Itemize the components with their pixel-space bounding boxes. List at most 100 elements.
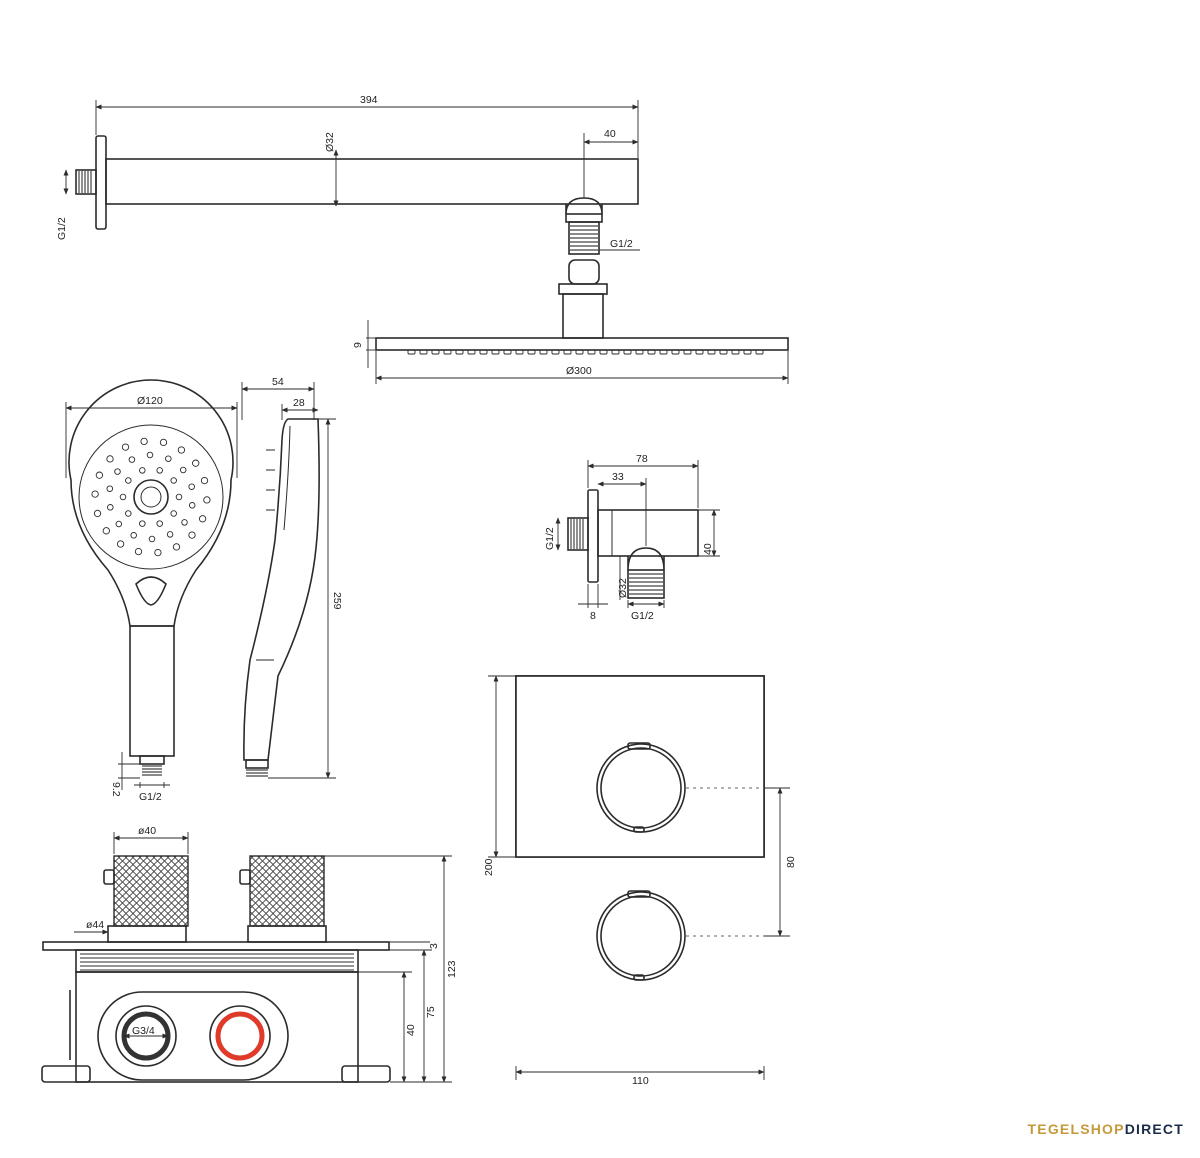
hand-thread-label: G1/2 [139, 791, 162, 803]
arm-diameter-label: Ø32 [324, 132, 336, 152]
elbow-diameter-label: Ø32 [617, 578, 629, 598]
hand-nozzle [170, 510, 177, 517]
knob-diameter-label: ø40 [138, 825, 156, 837]
elbow-width-label: 78 [636, 453, 648, 465]
box-body-depth-label: 75 [425, 1006, 437, 1018]
hand-nozzle [128, 456, 136, 463]
hand-shower-side [243, 418, 320, 777]
head-nozzle [743, 349, 752, 355]
hand-nozzle [93, 509, 102, 518]
hand-nozzle [102, 527, 110, 535]
hand-nozzle [188, 483, 195, 490]
elbow-dimensions: 78 33 40 G1/2 Ø32 8 G1/2 [544, 453, 720, 622]
hand-nozzle [139, 520, 146, 527]
hand-nozzle [140, 437, 148, 446]
hand-diameter-label: Ø120 [137, 395, 163, 407]
head-nozzle [611, 349, 620, 355]
hand-nozzle [146, 451, 154, 459]
head-nozzle [587, 349, 596, 355]
head-nozzle [731, 349, 740, 355]
hand-nozzle [156, 467, 163, 474]
hand-nozzle [172, 543, 181, 551]
elbow-offset-label: 33 [612, 471, 624, 483]
hand-nozzle [198, 515, 207, 523]
shower-head [375, 337, 789, 355]
plate-width-label: 110 [632, 1075, 649, 1087]
head-nozzle [635, 349, 644, 355]
wall-elbow [567, 489, 699, 599]
hot-inlet-ring [215, 1011, 265, 1061]
box-dimensions: ø40 ø44 123 75 40 3 [74, 825, 458, 1083]
hand-nozzle [106, 455, 114, 463]
hand-nozzle [188, 531, 196, 539]
head-nozzle [623, 349, 632, 355]
hand-length-label: 259 [331, 592, 343, 610]
trim-plate-knobs [596, 742, 770, 981]
plate-gap-label: 3 [428, 943, 440, 949]
hand-face-depth-label: 28 [293, 397, 305, 409]
hand-nozzle [130, 532, 137, 539]
head-nozzle [719, 349, 728, 355]
hand-nozzle [175, 493, 183, 501]
hand-nozzle [115, 520, 123, 528]
inlet-thread-label: G3/4 [132, 1025, 155, 1037]
head-thread-label: G1/2 [610, 238, 633, 250]
hand-nipple-label: 9.2 [110, 782, 122, 797]
elbow-thread-left-label: G1/2 [544, 527, 556, 550]
box-overall-depth-label: 123 [446, 960, 458, 978]
head-nozzle [431, 349, 440, 355]
head-nozzle [527, 349, 536, 355]
plate-height-label: 200 [483, 858, 495, 876]
head-nozzle [683, 349, 692, 355]
head-nozzle [707, 349, 716, 355]
hand-nozzle [181, 519, 188, 526]
hand-nozzle [125, 510, 132, 517]
hand-nozzle [139, 467, 146, 474]
hand-nozzle [114, 468, 121, 475]
plate-dimensions: 200 80 110 [483, 675, 797, 1087]
hand-nozzle [177, 446, 186, 454]
head-nozzle [479, 349, 488, 355]
head-nozzle [563, 349, 572, 355]
brand-logo: TEGELSHOPDIRECT [1028, 1121, 1184, 1137]
head-nozzle [491, 349, 500, 355]
head-nozzle [695, 349, 704, 355]
head-nozzle [467, 349, 476, 355]
hand-nozzle [203, 496, 211, 504]
head-thickness-label: 9 [352, 342, 364, 348]
hand-nozzle [154, 548, 162, 557]
elbow-height-label: 40 [702, 543, 714, 555]
hand-depth-label: 54 [272, 376, 284, 388]
arm-end-offset-label: 40 [604, 128, 616, 140]
hand-nozzle [188, 502, 196, 509]
hand-nozzle [119, 493, 127, 501]
hand-front-dimensions: Ø120 9.2 G1/2 [65, 395, 238, 803]
head-nozzle [671, 349, 680, 355]
box-inlet-height-label: 40 [405, 1024, 417, 1036]
brand-part2: DIRECT [1124, 1121, 1184, 1137]
hand-shower-front [68, 379, 234, 776]
hand-nozzle [192, 459, 200, 467]
head-nozzle [599, 349, 608, 355]
brand-part1: TEGELSHOP [1027, 1121, 1125, 1137]
elbow-flange-label: 8 [590, 610, 596, 622]
head-nozzle [419, 349, 428, 355]
head-nozzle [755, 349, 764, 355]
hand-nozzle [166, 531, 174, 538]
hand-nozzle [134, 547, 143, 556]
head-nozzle [551, 349, 560, 355]
hand-nozzle [159, 438, 168, 447]
hand-nozzle [179, 466, 187, 474]
head-nozzle [503, 349, 512, 355]
hand-nozzle [121, 443, 130, 451]
head-nozzle [443, 349, 452, 355]
trim-plate-body [515, 675, 765, 858]
hand-nozzle [165, 455, 172, 462]
head-diameter-label: Ø300 [566, 365, 592, 377]
hand-nozzle [125, 477, 132, 484]
head-nozzle [575, 349, 584, 355]
hand-nozzle [106, 485, 114, 492]
hand-nozzle [91, 490, 99, 498]
head-nozzle [539, 349, 548, 355]
hand-nozzle [116, 540, 125, 548]
